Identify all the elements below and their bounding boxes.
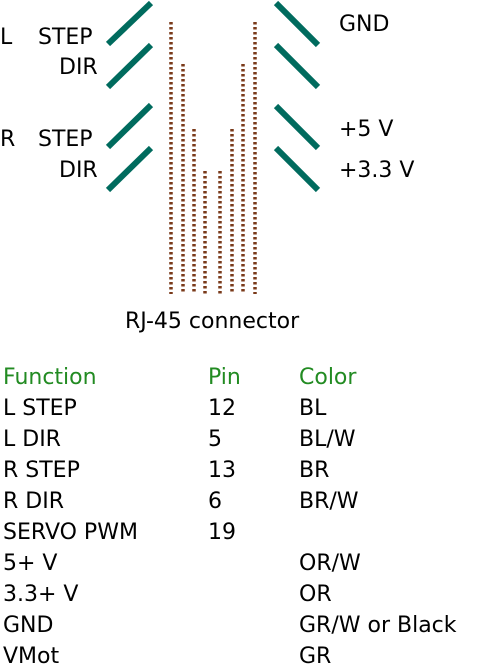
cell-function: R STEP xyxy=(3,458,80,483)
cell-pin: 19 xyxy=(208,520,236,545)
label-r: R xyxy=(0,127,15,152)
function-list: L STEP L DIR R STEP R DIR SERVO PWM 5+ V 3.3+ … xyxy=(3,393,138,672)
column-pin: Pin 12 5 13 6 19 xyxy=(208,362,241,672)
cell-pin: 6 xyxy=(208,489,222,514)
cell-pin xyxy=(208,610,241,641)
cell-color: GR xyxy=(299,644,332,669)
wire-3v3 xyxy=(273,145,321,193)
cell-function: L DIR xyxy=(3,427,61,452)
cell-color: OR xyxy=(299,582,332,607)
cell-function: R DIR xyxy=(3,489,64,514)
cell-pin: 13 xyxy=(208,458,236,483)
cell-function: VMot xyxy=(3,644,60,669)
left-wires xyxy=(105,0,154,193)
label-l-step: STEP xyxy=(38,25,93,50)
label-l: L xyxy=(0,25,13,50)
wire-l-dir xyxy=(105,42,154,90)
cell-pin xyxy=(208,548,241,579)
cell-function: GND xyxy=(3,613,54,638)
wire-5v xyxy=(273,103,321,151)
cell-pin xyxy=(208,641,241,672)
label-3v3: +3.3 V xyxy=(339,158,414,183)
wire-r-step xyxy=(105,102,154,150)
cell-color: BR/W xyxy=(299,489,359,514)
cell-function: SERVO PWM xyxy=(3,520,138,545)
label-r-dir: DIR xyxy=(59,158,98,183)
pinout-table: Function L STEP L DIR R STEP R DIR SERVO PWM… xyxy=(0,362,477,669)
connector-label: RJ-45 connector xyxy=(125,309,300,334)
right-wires xyxy=(273,0,321,193)
rj45-wiring-diagram: L STEP DIR R STEP DIR GND +5 V +3.3 V RJ… xyxy=(0,0,414,334)
header-pin: Pin xyxy=(208,365,241,390)
header-function: Function xyxy=(3,365,97,390)
label-5v: +5 V xyxy=(339,117,393,142)
label-l-dir: DIR xyxy=(59,55,98,80)
wire-l-step xyxy=(105,0,154,47)
cell-pin: 5 xyxy=(208,427,222,452)
cell-color: BR xyxy=(299,458,330,483)
pin-list: 12 5 13 6 19 xyxy=(208,393,241,672)
connector-pins xyxy=(169,22,257,294)
cell-pin xyxy=(208,579,241,610)
cell-color: GR/W or Black xyxy=(299,613,457,638)
cell-function: L STEP xyxy=(3,396,77,421)
cell-color: OR/W xyxy=(299,551,361,576)
wire-gnd-1 xyxy=(273,0,321,48)
cell-function: 5+ V xyxy=(3,551,58,576)
column-function: Function L STEP L DIR R STEP R DIR SERVO PWM… xyxy=(3,362,138,672)
header-color: Color xyxy=(299,365,357,390)
cell-color: BL/W xyxy=(299,427,356,452)
cell-color xyxy=(299,517,457,548)
label-gnd: GND xyxy=(339,12,389,37)
wire-r-dir xyxy=(105,145,154,193)
wire-gnd-2 xyxy=(273,42,321,90)
cell-function: 3.3+ V xyxy=(3,582,79,607)
cell-color: BL xyxy=(299,396,327,421)
label-r-step: STEP xyxy=(38,127,93,152)
cell-pin: 12 xyxy=(208,396,236,421)
